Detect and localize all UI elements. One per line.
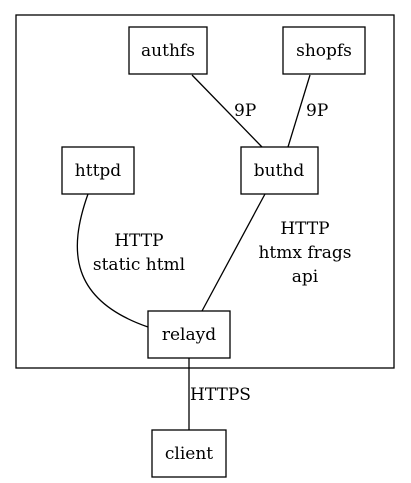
node-client: client xyxy=(151,429,227,478)
edge-httpd-relayd xyxy=(76,193,149,328)
node-buthd: buthd xyxy=(240,146,319,195)
node-shopfs-label: shopfs xyxy=(296,41,352,61)
edge-label-buthd-relayd-line3: api xyxy=(292,267,319,287)
edge-label-relayd-client: HTTPS xyxy=(190,385,251,405)
edge-label-buthd-relayd-line2: htmx frags xyxy=(258,243,351,263)
edge-buthd-relayd xyxy=(201,193,266,312)
node-authfs: authfs xyxy=(128,26,208,75)
cluster-boundary xyxy=(15,14,395,369)
edge-label-httpd-relayd-line1: HTTP xyxy=(114,231,163,251)
edge-label-httpd-relayd-line2: static html xyxy=(93,255,185,275)
edge-shopfs-buthd xyxy=(287,74,311,148)
node-shopfs: shopfs xyxy=(282,26,366,75)
node-buthd-label: buthd xyxy=(254,161,305,181)
node-relayd: relayd xyxy=(147,310,231,359)
node-httpd-label: httpd xyxy=(75,161,121,181)
edge-label-buthd-relayd-line1: HTTP xyxy=(280,219,329,239)
edge-label-authfs-buthd: 9P xyxy=(234,101,256,121)
node-authfs-label: authfs xyxy=(141,41,195,61)
node-client-label: client xyxy=(165,444,213,464)
edge-label-shopfs-buthd: 9P xyxy=(306,101,328,121)
node-httpd: httpd xyxy=(61,146,135,195)
node-relayd-label: relayd xyxy=(162,325,216,345)
edge-authfs-buthd xyxy=(191,74,263,148)
